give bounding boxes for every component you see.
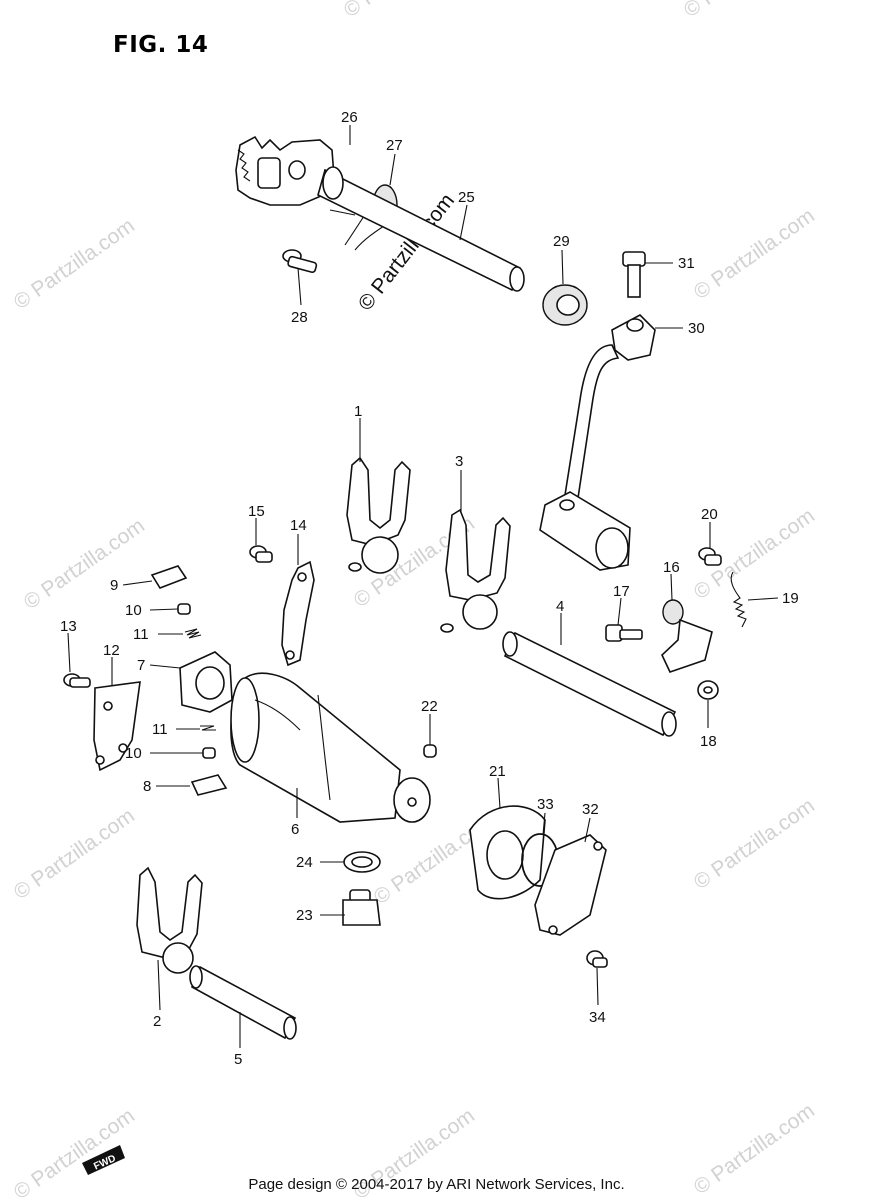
watermark: © Partzilla.com	[340, 0, 469, 22]
callout-26: 26	[341, 109, 358, 126]
oil-seal-29	[542, 284, 588, 326]
callout-10a: 10	[125, 602, 142, 619]
callout-1: 1	[354, 403, 362, 420]
callout-28: 28	[291, 309, 308, 326]
cam-stopper-plate-14	[281, 560, 315, 667]
pawl-9	[150, 565, 188, 589]
callout-23: 23	[296, 907, 313, 924]
pin-22	[423, 744, 437, 758]
watermark: © Partzilla.com	[680, 0, 809, 22]
watermark: © Partzilla.com	[10, 214, 139, 314]
cam-stopper-16	[661, 599, 713, 673]
shift-cam-6	[230, 672, 431, 823]
shift-fork-3	[440, 508, 511, 633]
callout-11a: 11	[133, 626, 149, 643]
callout-33: 33	[537, 796, 554, 813]
callout-13: 13	[60, 618, 77, 635]
screw-13	[63, 673, 91, 688]
callout-5: 5	[234, 1051, 242, 1068]
callout-22: 22	[421, 698, 438, 715]
pawl-8	[190, 774, 228, 796]
fwd-label: FWD	[92, 1153, 117, 1172]
gear-shift-lever-30	[539, 314, 656, 571]
spring-11	[184, 628, 216, 731]
callout-2: 2	[153, 1013, 161, 1030]
watermark: © Partzilla.com	[690, 794, 819, 894]
callout-18: 18	[700, 733, 717, 750]
shift-fork-2	[136, 866, 203, 974]
callout-30: 30	[688, 320, 705, 337]
spring-19	[730, 571, 747, 628]
callout-9: 9	[110, 577, 118, 594]
bolt-31	[622, 251, 646, 298]
watermark: © Partzilla.com	[10, 804, 139, 904]
pawl-guide-12	[93, 681, 141, 772]
callout-20: 20	[701, 506, 718, 523]
callout-21: 21	[489, 763, 506, 780]
shift-shaft-25	[317, 166, 525, 292]
callout-34: 34	[589, 1009, 606, 1026]
callout-8: 8	[143, 778, 151, 795]
fork-shaft-5	[189, 965, 297, 1040]
screw-34	[586, 950, 608, 968]
shift-fork-1	[346, 456, 411, 574]
bolt-17	[605, 624, 643, 642]
callout-12: 12	[103, 642, 120, 659]
callout-17: 17	[613, 583, 630, 600]
callout-10b: 10	[125, 745, 142, 762]
cam-driven-gear-7	[179, 651, 233, 713]
callout-7: 7	[137, 657, 145, 674]
callout-24: 24	[296, 854, 313, 871]
callout-31: 31	[678, 255, 695, 272]
callout-14: 14	[290, 517, 307, 534]
callout-29: 29	[553, 233, 570, 250]
callout-15: 15	[248, 503, 265, 520]
callout-4: 4	[556, 598, 564, 615]
callout-11b: 11	[152, 721, 168, 738]
neutral-switch-23	[342, 889, 381, 926]
watermarks: © Partzilla.com © Partzilla.com © Partzi…	[10, 0, 819, 1200]
bolt-20	[698, 547, 722, 566]
footer-copyright: Page design © 2004-2017 by ARI Network S…	[248, 1176, 625, 1193]
callout-19: 19	[782, 590, 799, 607]
callout-6: 6	[291, 821, 299, 838]
gasket-24	[343, 851, 381, 873]
callouts: 1 2 3 4 5 6 7 8 9 10 10 11 11 12 13 14 1	[60, 109, 799, 1068]
callout-3: 3	[455, 453, 463, 470]
spring-stopper-bolt-28	[282, 249, 318, 274]
pin-10	[177, 603, 216, 759]
cover-32	[534, 834, 607, 936]
bolt-15	[249, 545, 273, 563]
callout-16: 16	[663, 559, 680, 576]
watermark: © Partzilla.com	[690, 204, 819, 304]
callout-32: 32	[582, 801, 599, 818]
figure-title: FIG. 14	[113, 32, 209, 58]
callout-25: 25	[458, 189, 475, 206]
fork-shaft-4	[502, 631, 677, 737]
shift-arm-26	[235, 135, 336, 206]
watermark: © Partzilla.com	[20, 514, 149, 614]
callout-27: 27	[386, 137, 403, 154]
washer-18	[697, 680, 719, 700]
